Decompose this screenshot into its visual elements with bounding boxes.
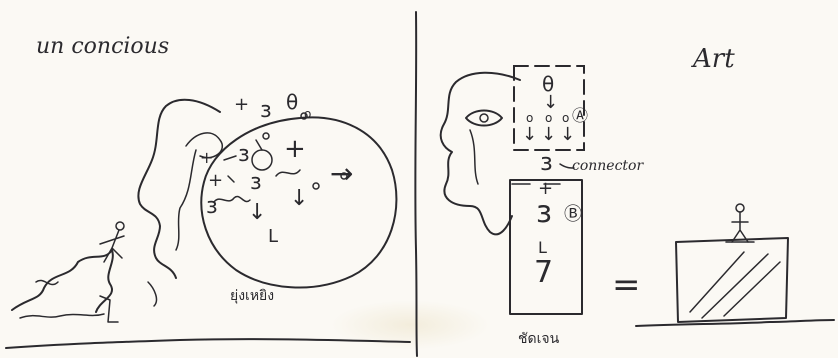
right-eye-outline	[466, 111, 502, 126]
box-a-arrow-down-1: ↓	[522, 126, 537, 144]
connector-symbol: ɜ	[540, 150, 553, 174]
mind-symbol-plus-2: +	[284, 136, 306, 162]
mind-symbol-plus-3: +	[208, 172, 223, 190]
dot-circle-2	[313, 183, 319, 189]
box-b-7: 7	[534, 258, 553, 288]
box-a-arrow-down-3: ↓	[560, 126, 575, 144]
box-a-theta: θ	[542, 74, 554, 94]
mind-symbol-L: L	[268, 228, 278, 246]
box-b-3: ɜ	[536, 198, 552, 228]
left-scribble-b	[148, 282, 156, 306]
mind-symbol-3-3: ɜ	[250, 172, 262, 194]
pedestal-hatch-2	[702, 254, 768, 318]
mind-symbol-3-1: ɜ	[260, 100, 272, 122]
box-a-label-a: Ⓐ	[572, 108, 588, 124]
box-a-arrow-down-top: ↓	[543, 94, 558, 112]
right-eye-pupil	[480, 114, 488, 122]
dot-circle-5	[263, 133, 269, 139]
left-baseline	[6, 339, 410, 348]
box-b-label-b: Ⓑ	[564, 206, 582, 224]
right-baseline	[636, 320, 834, 326]
equals-sign: =	[612, 268, 641, 302]
dash-3	[228, 176, 234, 182]
panel-divider-line	[415, 12, 417, 356]
mind-symbol-3-2: ɜ	[238, 144, 250, 166]
box-a-circle-3: ο	[562, 112, 569, 124]
box-a-circle-1: ο	[526, 112, 533, 124]
caption-chaotic-thai: ยุ่งเหยิง	[230, 285, 274, 307]
squiggle-1	[214, 196, 250, 202]
left-ground-scribble	[12, 250, 113, 312]
dash-1	[224, 156, 236, 160]
left-figure-head	[116, 222, 124, 230]
right-figure-body	[732, 212, 748, 242]
left-ground-step	[100, 296, 118, 322]
right-head-profile	[441, 73, 520, 235]
connector-label: connector	[572, 158, 643, 174]
mind-symbol-arrow-right: →	[330, 160, 353, 188]
title-art: Art	[693, 44, 735, 74]
squiggle-2	[276, 170, 300, 176]
mind-symbol-theta: θ	[286, 92, 298, 112]
mind-symbol-plus-4: +	[200, 150, 213, 166]
box-a-circle-2: ο	[545, 112, 552, 124]
left-head-profile-inner	[176, 150, 196, 250]
dot-circle-1	[252, 150, 272, 170]
mind-symbol-arrow-down-2: ↓	[290, 188, 308, 210]
title-unconscious: un concious	[36, 34, 169, 59]
mind-symbol-circle: ο	[304, 108, 311, 120]
right-figure-head	[736, 204, 744, 212]
box-b-L: L	[538, 240, 547, 256]
mind-symbol-3-4: ɜ	[206, 196, 218, 218]
right-head-profile-inner	[470, 130, 478, 184]
box-a-arrow-down-2: ↓	[541, 126, 556, 144]
left-ground-scribble-2	[20, 314, 104, 318]
caption-clear-thai: ชัดเจน	[518, 328, 559, 350]
dash-2	[256, 140, 262, 150]
mind-symbol-plus-1: +	[234, 96, 249, 114]
mind-symbol-arrow-down-1: ↓	[248, 202, 266, 224]
